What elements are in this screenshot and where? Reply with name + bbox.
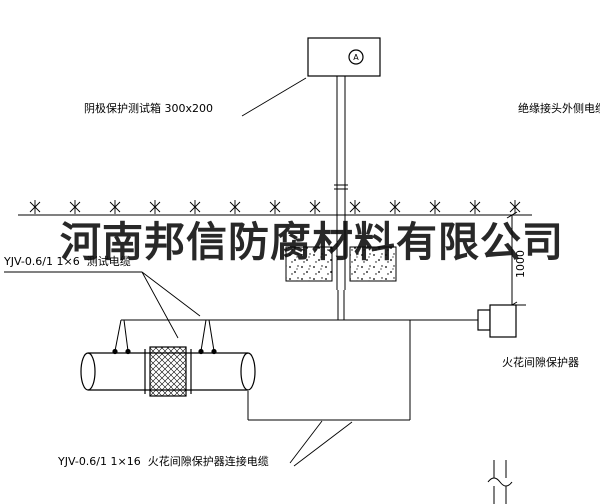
spark-gap-protector-label: 火花间隙保护器 xyxy=(502,356,579,369)
cable-weld-points xyxy=(112,348,217,355)
company-watermark: 河南邦信防腐材料有限公司 xyxy=(60,219,564,265)
pipeline xyxy=(80,346,256,397)
conduit-riser xyxy=(334,76,348,290)
pipe-end-cap-left xyxy=(80,352,96,391)
leader-test-box xyxy=(241,77,307,117)
meter-circle-icon xyxy=(348,49,364,65)
cable-runs xyxy=(114,290,478,421)
meter-symbol: A xyxy=(353,53,359,62)
dimension-text: 1000 xyxy=(514,250,527,278)
insulating-joint xyxy=(149,346,187,397)
test-box xyxy=(307,37,381,77)
leader-protector-cable xyxy=(289,420,323,464)
test-cable-label: YJV-0.6/1 1×6 测试电缆 xyxy=(4,255,131,268)
protector-cable-label: YJV-0.6/1 1×16 火花间隙保护器连接电缆 xyxy=(58,455,269,468)
spark-gap-protector xyxy=(477,304,517,338)
concrete-blocks xyxy=(285,246,397,282)
leader-lines xyxy=(4,77,353,467)
insulated-joint-cable-label: 绝缘接头外侧电缆 xyxy=(518,102,600,115)
test-box-label: 阴极保护测试箱 300x200 xyxy=(84,102,213,115)
pipe-end-cap-right xyxy=(240,352,256,391)
pipe-break-symbol xyxy=(487,460,513,504)
